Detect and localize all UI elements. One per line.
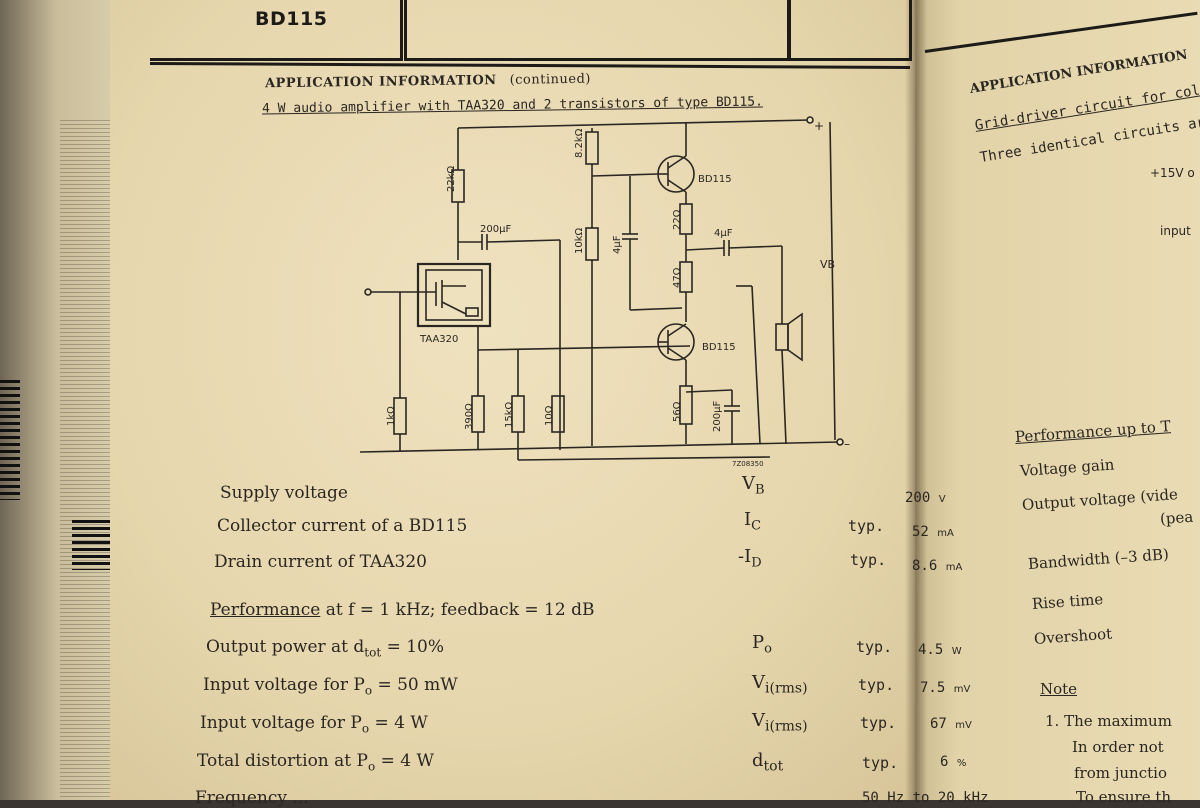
right-page [915, 0, 1200, 800]
right-note-1d: To ensure th [1076, 788, 1172, 806]
right-note-1a: 1. The maximum [1045, 712, 1172, 730]
row-label: Drain current of TAA320 [214, 552, 427, 572]
performance-heading: Performance at f = 1 kHz; feedback = 12 … [210, 600, 594, 620]
right-peak: (pea [1159, 507, 1194, 528]
row-label: Total distortion at Po = 4 W [197, 751, 434, 774]
book-gutter [905, 0, 927, 800]
right-note-1c: from junctio [1074, 764, 1167, 782]
label-r-47: 47Ω [672, 267, 683, 288]
label-c-200-bottom: 200µF [712, 401, 723, 432]
label-r-15k: 15kΩ [504, 401, 515, 428]
row-symbol: Po [752, 632, 772, 657]
label-c-4-right: 4µF [714, 228, 733, 239]
row-value: 8.6 mA [912, 558, 963, 574]
header-box-2 [404, 0, 790, 61]
row-value: 52 mA [912, 524, 954, 540]
row-value-cut: 50 Hz to 20 kHz [862, 790, 989, 806]
row-label: Output power at dtot = 10% [206, 637, 445, 660]
thumb-index-tab-edge [0, 380, 20, 500]
row-typ: typ. [856, 638, 893, 656]
row-typ: typ. [850, 551, 887, 569]
right-supply-15v: +15V o [1150, 166, 1195, 180]
label-r-10k: 10kΩ [574, 227, 585, 254]
row-value: 4.5 W [918, 642, 962, 658]
label-r-22: 22Ω [672, 209, 683, 230]
row-value: 7.5 mV [920, 680, 971, 696]
header-box-3 [788, 0, 912, 61]
row-symbol: Vi(rms) [752, 710, 808, 735]
label-r-390: 390Ω [464, 403, 475, 430]
row-symbol: Vi(rms) [752, 672, 808, 697]
section-continued: (continued) [509, 71, 592, 88]
row-label: Collector current of a BD115 [217, 516, 468, 536]
header-title: BD115 [255, 8, 328, 30]
row-typ: typ. [858, 676, 895, 694]
label-c-4-left: 4µF [612, 235, 623, 254]
row-symbol: VB [742, 473, 765, 498]
label-r-22k: 22kΩ [446, 165, 457, 192]
label-plus: + [814, 119, 824, 133]
row-label-cut: Frequency ... [195, 788, 309, 808]
row-value: 6 % [940, 754, 967, 770]
row-typ: typ. [860, 714, 897, 732]
row-symbol: dtot [752, 750, 784, 775]
right-note: Note [1040, 680, 1078, 698]
circuit-schematic: 22kΩ 8.2kΩ 10kΩ 200µF 4µF 22Ω 47Ω 4µF BD… [359, 116, 850, 468]
label-r-56: 56Ω [672, 401, 683, 422]
label-r-1k: 1kΩ [386, 406, 397, 426]
row-value: 200 V [905, 490, 946, 506]
row-typ: typ. [862, 754, 899, 772]
performance-conditions: at f = 1 kHz; feedback = 12 dB [325, 600, 595, 620]
row-label: Supply voltage [220, 483, 348, 503]
row-label: Input voltage for Po = 4 W [200, 713, 428, 736]
label-supply-vb: VB [820, 258, 835, 271]
header-box-1 [150, 0, 403, 61]
row-symbol: -ID [738, 546, 762, 571]
row-value: 67 mV [930, 716, 972, 732]
figure-number: 7Z08350 [732, 460, 764, 468]
label-ic: TAA320 [419, 334, 458, 345]
label-r-10: 10Ω [544, 405, 555, 426]
row-symbol: IC [744, 509, 762, 534]
label-transistor-top: BD115 [698, 174, 732, 185]
right-note-1b: In order not [1072, 738, 1164, 756]
row-typ: typ. [848, 517, 885, 535]
label-minus: – [844, 437, 850, 451]
label-r-8k2: 8.2kΩ [574, 128, 585, 158]
performance-title: Performance [210, 600, 321, 620]
label-c-200-top: 200µF [480, 224, 511, 235]
row-label: Input voltage for Po = 50 mW [203, 675, 458, 698]
label-transistor-bottom: BD115 [702, 342, 736, 353]
left-page [110, 0, 940, 800]
right-input: input [1160, 224, 1191, 238]
